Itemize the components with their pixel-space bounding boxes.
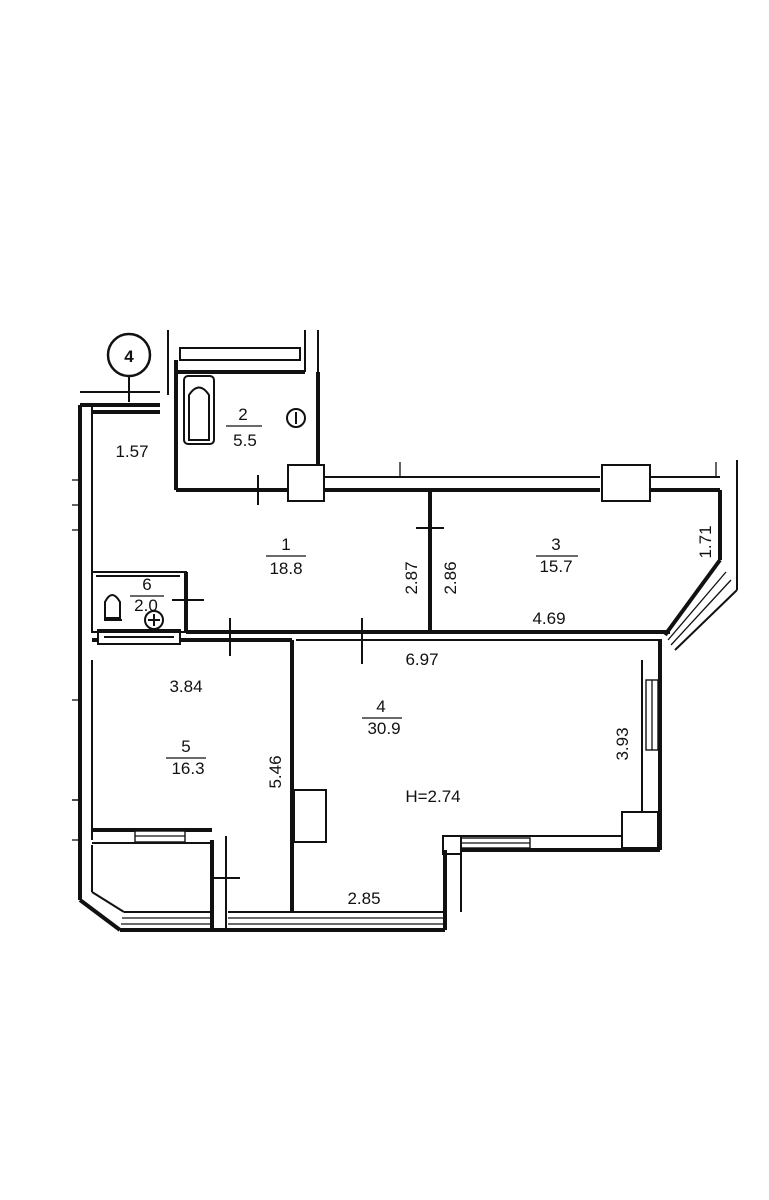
- outer-walls: [72, 330, 738, 932]
- dim-2-85: 2.85: [347, 889, 380, 908]
- room-3-area: 15.7: [539, 557, 572, 576]
- dim-3-93: 3.93: [613, 727, 632, 760]
- room-3-number: 3: [551, 535, 560, 554]
- dim-5-46: 5.46: [266, 755, 285, 788]
- room-label-3: 3 15.7: [536, 535, 578, 576]
- room-5-area: 16.3: [171, 759, 204, 778]
- room-label-1: 1 18.8: [266, 535, 306, 578]
- room-label-6: 6 2.0: [130, 575, 164, 615]
- toilet-icon: [104, 594, 122, 621]
- dim-6-97: 6.97: [405, 650, 438, 669]
- room-2-number: 2: [238, 405, 247, 424]
- dim-1-57: 1.57: [115, 442, 148, 461]
- axis-marker: 4: [106, 332, 152, 402]
- room-4-number: 4: [376, 697, 385, 716]
- ceiling-height-label: H=2.74: [405, 787, 460, 806]
- dimension-labels: 1.57 2.87 2.86 1.71 4.69 6.97 3.84 5.46 …: [115, 442, 715, 908]
- interior-walls: [91, 410, 670, 912]
- axis-marker-label: 4: [124, 347, 134, 366]
- dim-1-71: 1.71: [696, 525, 715, 558]
- room-label-2: 2 5.5: [226, 405, 262, 450]
- room-6-area: 2.0: [134, 596, 158, 615]
- door-marks: [172, 475, 444, 879]
- room-6-number: 6: [142, 575, 151, 594]
- room-5-number: 5: [181, 737, 190, 756]
- dim-3-84: 3.84: [169, 677, 202, 696]
- room-2-area: 5.5: [233, 431, 257, 450]
- room-1-area: 18.8: [269, 559, 302, 578]
- room-label-4: 4 30.9: [362, 697, 402, 738]
- room-4-area: 30.9: [367, 719, 400, 738]
- room-label-5: 5 16.3: [166, 737, 206, 778]
- sink-icon: [286, 408, 306, 428]
- dim-2-87: 2.87: [402, 561, 421, 594]
- dim-2-86: 2.86: [441, 561, 460, 594]
- bathtub-icon: [183, 375, 215, 445]
- room-1-number: 1: [281, 535, 290, 554]
- dim-4-69: 4.69: [532, 609, 565, 628]
- washbasin-icon: [144, 610, 164, 630]
